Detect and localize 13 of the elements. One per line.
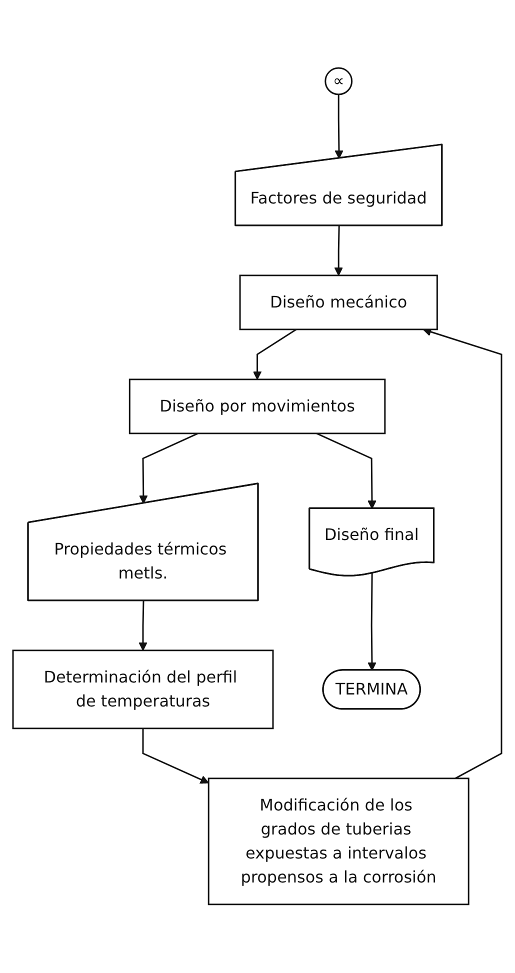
arrow: [334, 94, 344, 160]
node-box: Determinación del perfil de temperaturas: [12, 650, 274, 730]
arrow: [316, 433, 377, 510]
arrow: [142, 728, 210, 784]
node-circle: ∝: [324, 68, 353, 96]
arrow: [334, 226, 344, 276]
arrow: [138, 601, 148, 652]
arrow: [139, 433, 198, 504]
node-box: Modificación de los grados de tuberias expuestas a intervalos propensos a la corrosión: [208, 778, 470, 906]
arrow: [368, 574, 377, 672]
node-box: Diseño mecánico: [240, 274, 438, 330]
arrow: [253, 329, 298, 380]
node-box: Diseño por movimientos: [129, 378, 386, 434]
